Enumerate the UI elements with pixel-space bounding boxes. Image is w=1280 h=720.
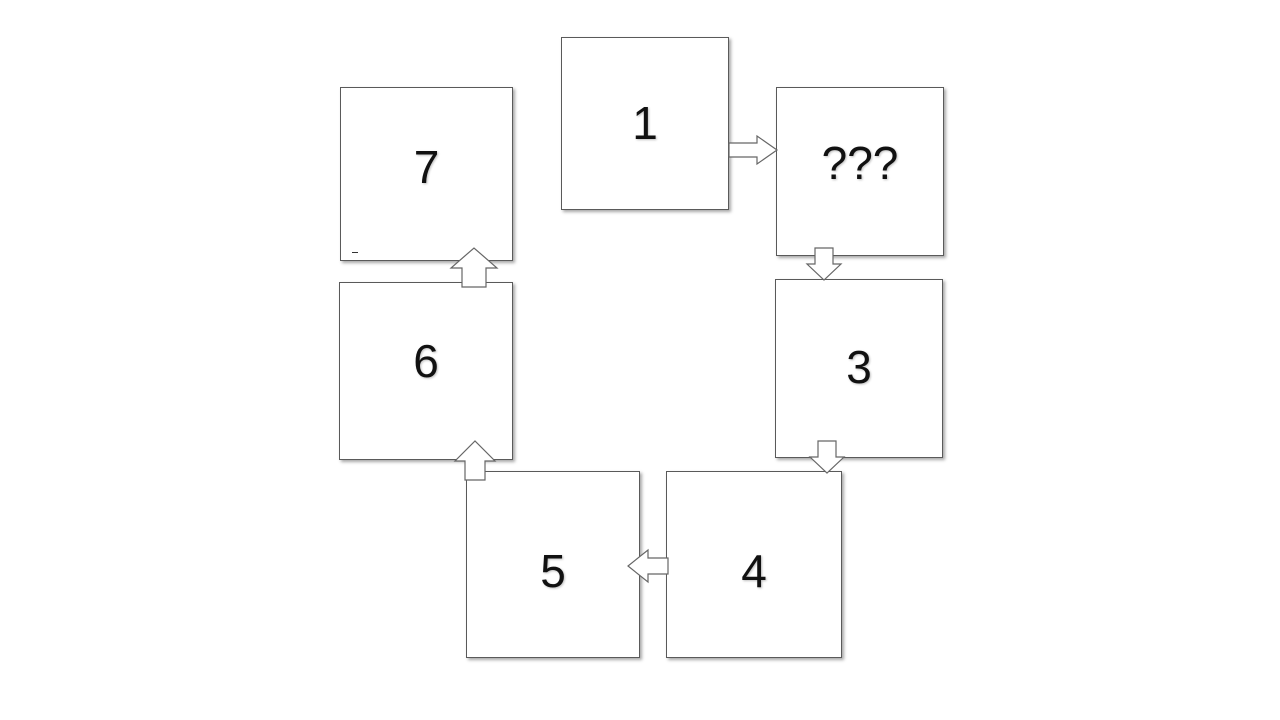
arrow-down-2-to-3 xyxy=(805,247,843,281)
box-step-1-label: 1 xyxy=(632,97,658,149)
box-step-3-label: 3 xyxy=(846,341,872,393)
arrow-up-6-to-7 xyxy=(449,247,499,288)
arrow-down-3-to-4 xyxy=(808,440,846,474)
box-step-4-label: 4 xyxy=(741,545,767,597)
arrow-up-5-to-6 xyxy=(453,440,497,481)
box-step-3: 3 xyxy=(775,279,943,458)
box-step-7: 7 xyxy=(340,87,513,261)
box-step-5: 5 xyxy=(466,471,640,658)
box-step-7-label: 7 xyxy=(413,141,440,193)
box-step-6: 6 xyxy=(339,282,513,460)
arrow-right-1-to-2 xyxy=(728,134,779,166)
box-step-2-label: ??? xyxy=(821,137,899,189)
box-step-1: 1 xyxy=(561,37,729,210)
box-step-2-unknown: ??? xyxy=(776,87,944,256)
arrow-left-4-to-5 xyxy=(627,548,669,584)
stray-mark xyxy=(352,252,358,253)
box-step-6-label: 6 xyxy=(413,335,439,387)
box-step-5-label: 5 xyxy=(540,545,566,597)
